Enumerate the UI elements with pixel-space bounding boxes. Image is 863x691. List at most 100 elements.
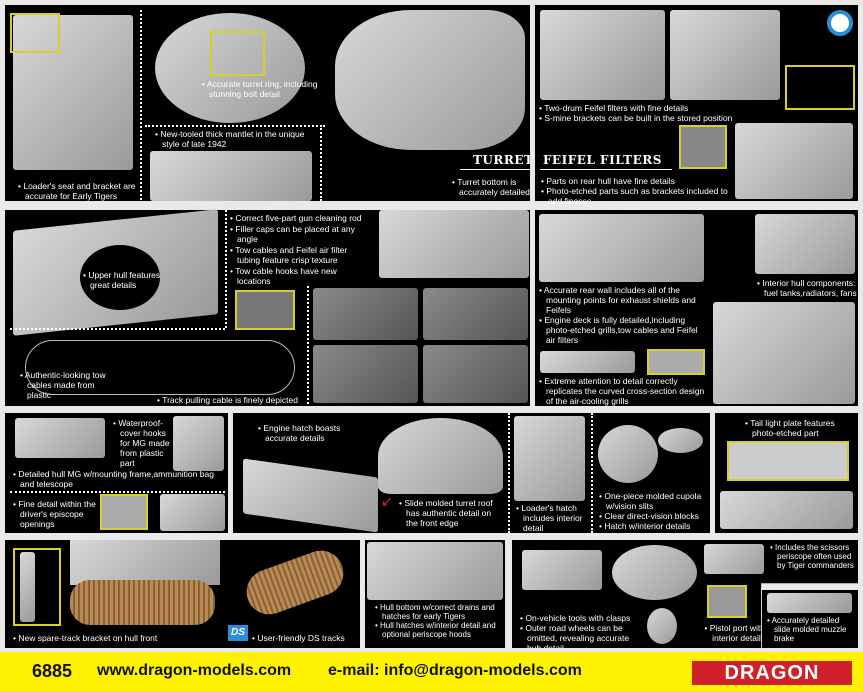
detail-image-1	[313, 288, 418, 340]
website-link[interactable]: www.dragon-models.com	[97, 662, 292, 679]
s-mine-badge-icon	[827, 10, 853, 36]
loader-seat-image	[13, 15, 133, 170]
loader-hatch-image	[514, 416, 585, 501]
feifel-title: FEIFEL FILTERS	[543, 153, 662, 167]
tools-panel: On-vehicle tools with claspsOuter road w…	[512, 540, 858, 648]
arrow-icon: ↙	[381, 493, 393, 509]
tow-cable-detail-frame	[235, 290, 295, 330]
hatch-panel: Engine hatch boasts accurate details ↙ S…	[233, 413, 710, 533]
upper-hull-caption: Upper hull features great details	[83, 270, 163, 290]
divider	[140, 10, 142, 200]
tail-light-plate-image	[720, 491, 853, 529]
hull-panel: Upper hull features great details Correc…	[5, 209, 530, 406]
turret-ring-caption: Accurate turret ring, including stunning…	[202, 79, 327, 99]
hull-front-image	[70, 540, 220, 585]
engine-hatch-image	[243, 458, 378, 533]
muzzle-brake-image	[767, 593, 852, 613]
episcope-detail-frame	[100, 494, 148, 530]
ds-tracks-image	[240, 544, 350, 621]
hull-mg-image	[15, 418, 105, 458]
ds-tracks-caption: User-friendly DS tracks	[252, 633, 360, 643]
tools-image	[522, 550, 602, 590]
feifel-panel: Two-drum Feifel filters with fine detail…	[535, 5, 858, 206]
mantlet-image	[150, 151, 312, 201]
rear-wall-caption: Accurate rear wall includes all of the m…	[539, 285, 707, 345]
divider	[320, 125, 322, 201]
engine-deck-image	[379, 210, 529, 278]
loader-seat-detail-frame	[10, 13, 60, 53]
pistol-port-detail-frame	[707, 585, 747, 618]
scissors-periscope-image	[704, 544, 764, 574]
kit-number: 6885	[32, 661, 73, 681]
feifel-bottom-caption: Parts on rear hull have fine detailsPhot…	[541, 176, 731, 206]
divider	[591, 413, 593, 533]
rear-hull-image	[735, 123, 853, 199]
detail-image-2	[423, 288, 528, 340]
grill-caption: Extreme attention to detail correctly re…	[539, 376, 709, 406]
dragon-logo: DRAGON	[692, 661, 852, 685]
turret-roof-caption: Slide molded turret roof has authentic d…	[399, 498, 505, 528]
interior-caption: Interior hull components: fuel tanks,rad…	[757, 278, 857, 298]
mg-panel: Waterproof-cover hooks for MG made from …	[5, 413, 228, 533]
spare-track-detail-frame	[13, 548, 61, 626]
loader-hatch-caption: Loader's hatch includes interior detail	[516, 503, 588, 533]
hook-image	[173, 416, 224, 471]
turret-bottom-caption: Turret bottom is accurately detailed	[452, 177, 532, 197]
spare-track-caption: New spare-track bracket on hull front	[13, 633, 213, 643]
divider	[10, 328, 225, 330]
s-mine-detail-frame	[785, 65, 855, 110]
engine-hatch-caption: Engine hatch boasts accurate details	[258, 423, 358, 443]
road-wheels-image	[612, 545, 697, 600]
grill-detail-frame	[647, 349, 705, 375]
turret-image	[335, 10, 525, 150]
turret-panel: Loader's seat and bracket are accurate f…	[5, 5, 534, 201]
divider	[508, 413, 510, 533]
hull-tracks-image	[70, 580, 215, 625]
muzzle-brake-panel: Accurately detailed slide molded muzzle …	[762, 590, 858, 648]
mantlet-caption: New-tooled thick mantlet in the unique s…	[155, 129, 315, 149]
divider	[225, 210, 227, 328]
mg-caption: Detailed hull MG w/mounting frame,ammuni…	[13, 469, 223, 489]
hull-features-list: Correct five-part gun cleaning rodFiller…	[230, 213, 372, 287]
hooks-caption: Waterproof-cover hooks for MG made from …	[113, 418, 171, 468]
turret-roof-image	[378, 418, 503, 494]
cupola-ring-image	[658, 428, 703, 453]
tail-light-caption: Tail light plate features photo-etched p…	[745, 418, 845, 438]
hub-image	[647, 608, 677, 644]
email-link[interactable]: e-mail: info@dragon-models.com	[328, 662, 582, 679]
feifel-drum-image	[670, 10, 780, 100]
rear-panel: Interior hull components: fuel tanks,rad…	[535, 210, 858, 406]
cupola-caption: One-piece molded cupola w/vision slitsCl…	[599, 491, 709, 531]
ds-logo-icon: DS	[228, 625, 248, 641]
detail-image-4	[423, 345, 528, 403]
episcope-image	[160, 494, 225, 531]
scissors-caption: Includes the scissors periscope often us…	[770, 543, 856, 570]
episcope-caption: Fine detail within the driver's episcope…	[13, 499, 98, 529]
rear-wall-image	[539, 214, 704, 282]
loader-seat-caption: Loader's seat and bracket are accurate f…	[18, 181, 143, 201]
turret-title: TURRET	[473, 153, 534, 167]
divider	[10, 491, 225, 493]
tail-light-panel: Tail light plate features photo-etched p…	[715, 413, 858, 533]
bracket-detail-frame	[679, 125, 727, 169]
muzzle-brake-caption: Accurately detailed slide molded muzzle …	[767, 616, 857, 643]
divider	[145, 125, 325, 127]
track-cable-caption: Track pulling cable is finely depicted	[157, 395, 307, 405]
interior-image	[755, 214, 855, 274]
hull-bottom-panel: Hull bottom w/correct drains and hatches…	[365, 540, 505, 648]
divider	[307, 286, 309, 404]
spare-track-image	[20, 552, 35, 622]
engine-deck-top-image	[713, 302, 855, 404]
divider	[460, 169, 530, 170]
turret-ring-detail-frame	[210, 31, 265, 76]
hull-bottom-image	[367, 542, 503, 600]
divider	[540, 169, 672, 170]
feifel-top-caption: Two-drum Feifel filters with fine detail…	[539, 103, 779, 123]
tracks-panel: New spare-track bracket on hull front DS…	[5, 540, 360, 648]
feifel-filter-image	[540, 10, 665, 100]
cupola-image	[598, 425, 658, 483]
pistol-port-caption: Pistol port with interior details	[680, 623, 765, 643]
tow-cables-caption: Authentic-looking tow cables made from p…	[20, 370, 120, 400]
logo-text: DRAGON	[724, 662, 820, 684]
detail-image-3	[313, 345, 418, 403]
